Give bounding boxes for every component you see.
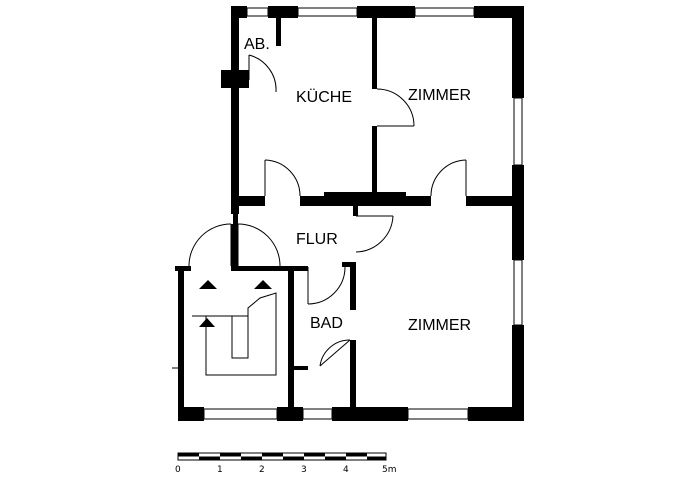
scale-seg-3 xyxy=(220,453,241,457)
wall-mid-1 xyxy=(235,196,265,206)
scale-seg-4 xyxy=(241,456,262,460)
wall-bath-top xyxy=(288,266,308,271)
wall-stair-right xyxy=(231,224,238,270)
label-bad: BAD xyxy=(310,315,343,332)
scale-seg-10 xyxy=(367,456,386,460)
window-bottom-3 xyxy=(407,408,469,420)
door-ab-swing xyxy=(248,54,277,93)
wall-top-3 xyxy=(357,6,415,18)
scale-seg-9 xyxy=(346,453,367,457)
door-zf-swing xyxy=(430,159,467,197)
scale-tick-3: 3 xyxy=(301,465,307,475)
wall-kitchen-room-2 xyxy=(372,126,377,201)
scale-tick-4: 4 xyxy=(343,465,349,475)
label-zimmer-top: ZIMMER xyxy=(408,87,471,104)
windows xyxy=(203,7,523,420)
wall-top-2 xyxy=(268,6,298,18)
scale-tick-5: 5m xyxy=(382,465,397,475)
wall-mid-4 xyxy=(406,196,431,206)
wall-right-3 xyxy=(512,325,524,421)
doors xyxy=(172,54,467,369)
stair-arrow-2 xyxy=(199,280,217,289)
stair-arrows xyxy=(199,280,272,327)
wall-mid-stub xyxy=(233,206,238,224)
staircase xyxy=(192,292,277,376)
wall-bottom-1 xyxy=(178,407,204,421)
wall-stair-top xyxy=(175,266,191,271)
wall-bath-left xyxy=(288,266,294,421)
wall-mid-3 xyxy=(324,192,406,206)
scale-seg-8 xyxy=(325,456,346,460)
label-flur: FLUR xyxy=(296,231,338,248)
scale-seg-5 xyxy=(262,453,283,457)
wall-stair-lintel xyxy=(231,266,291,271)
door-stair2-swing xyxy=(188,223,232,267)
door-kf-swing xyxy=(264,159,301,197)
window-bottom-1 xyxy=(203,408,278,420)
stair-outline xyxy=(205,292,277,376)
door-kz-swing xyxy=(376,88,415,127)
window-right-2 xyxy=(513,259,523,326)
wall-bath-top-2 xyxy=(342,262,356,267)
walls xyxy=(175,6,524,421)
label-kueche: KÜCHE xyxy=(296,88,352,106)
door-stair-swing xyxy=(237,223,281,267)
wall-top-4 xyxy=(474,6,524,18)
wall-flur-right xyxy=(353,206,358,216)
scale-seg-6 xyxy=(283,456,304,460)
scale-tick-2: 2 xyxy=(259,465,265,475)
scale-tick-0: 0 xyxy=(175,465,181,475)
wall-bath-bottom xyxy=(294,366,308,370)
door-bath2-leaf xyxy=(319,339,351,367)
label-zimmer-bottom: ZIMMER xyxy=(408,317,471,334)
wall-left-stair xyxy=(178,266,184,421)
wall-left-upper xyxy=(231,6,239,214)
wall-ab-stub xyxy=(276,18,281,46)
door-bath-swing xyxy=(307,266,346,305)
stair-arrow-4 xyxy=(199,318,215,327)
wall-bath-right-1 xyxy=(350,262,356,310)
window-top-2 xyxy=(297,7,358,17)
scale-seg-1 xyxy=(178,453,199,457)
wall-right-1 xyxy=(512,6,524,98)
scale-bar: 0 1 2 3 4 5m xyxy=(175,452,397,475)
stair-arrow-3 xyxy=(254,280,272,289)
window-top-3 xyxy=(414,7,475,17)
door-bath2-swing xyxy=(319,339,351,367)
window-right-1 xyxy=(513,97,523,166)
chimney-block xyxy=(221,70,249,88)
wall-mid-5 xyxy=(466,196,524,206)
wall-bottom-3 xyxy=(332,407,408,421)
wall-kitchen-room-1 xyxy=(372,18,377,89)
wall-mid-2 xyxy=(300,196,324,206)
scale-tick-1: 1 xyxy=(217,465,223,475)
wall-bath-right-2 xyxy=(350,340,356,421)
label-abstell: AB. xyxy=(244,36,270,53)
wall-bottom-4 xyxy=(468,407,524,421)
scale-seg-2 xyxy=(199,456,220,460)
door-fz-swing xyxy=(355,215,394,253)
window-top-1 xyxy=(246,7,269,17)
wall-right-2 xyxy=(512,165,524,260)
scale-seg-7 xyxy=(304,453,325,457)
window-bottom-2 xyxy=(302,408,333,420)
